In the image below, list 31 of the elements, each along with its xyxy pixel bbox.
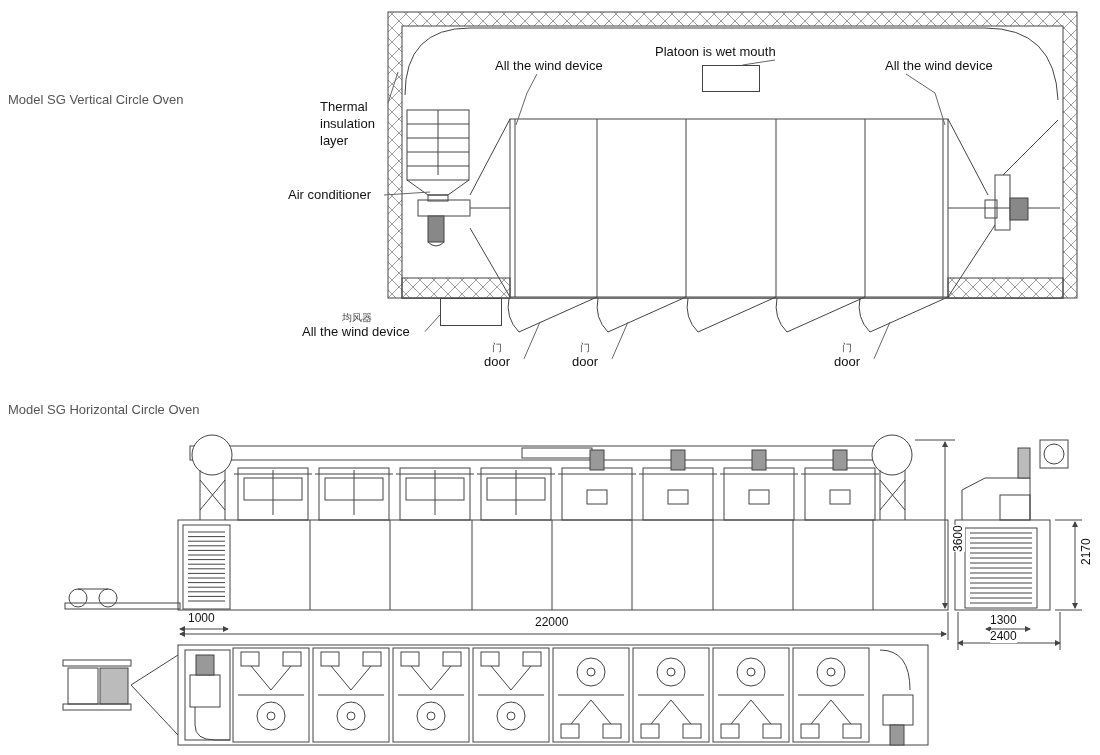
callout-label: 门: [492, 342, 502, 354]
callout-label: All the wind device: [302, 324, 410, 340]
title: Model SG Vertical Circle Oven: [8, 92, 184, 108]
leader-line: [424, 314, 441, 333]
leader-line: [523, 321, 541, 360]
dimension-label: 3600: [952, 525, 965, 552]
dimension-label: 2400: [990, 630, 1017, 643]
title: Model SG Horizontal Circle Oven: [8, 402, 200, 418]
callout-label: 门: [842, 342, 852, 354]
leader-line: [387, 71, 399, 104]
leader-line: [383, 191, 431, 196]
dimension-label: 22000: [535, 616, 569, 629]
callout-label: Air conditioner: [288, 187, 388, 203]
callout-label: Thermal insulation layer: [320, 98, 388, 149]
air-box: [440, 298, 502, 326]
callout-label: door: [572, 354, 599, 370]
dimension-label: 1300: [990, 614, 1017, 627]
callout-label: 门: [580, 342, 590, 354]
leader-line: [515, 73, 538, 126]
leader-line: [873, 321, 891, 360]
callout-label: All the wind device: [495, 58, 635, 74]
callout-label: door: [484, 354, 511, 370]
leader-line: [905, 73, 946, 126]
leader-line: [611, 321, 629, 360]
callout-label: All the wind device: [885, 58, 1025, 74]
outlet-box: [702, 65, 760, 92]
callout-label: Platoon is wet mouth: [655, 44, 805, 60]
callout-label: door: [834, 354, 861, 370]
dimension-label: 2170: [1080, 538, 1093, 565]
callout-label: 均风器: [342, 312, 372, 324]
dimension-label: 1000: [188, 612, 215, 625]
